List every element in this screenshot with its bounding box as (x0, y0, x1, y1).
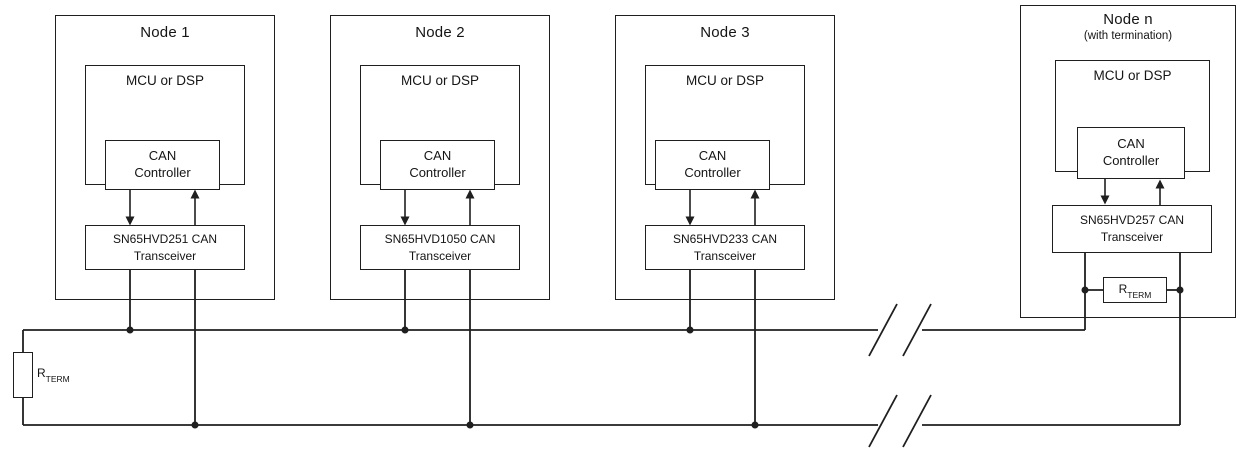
node-1-mcu-label: MCU or DSP (125, 73, 204, 88)
node-3-transceiver-label-line1: SN65HVD233 CAN (672, 231, 778, 246)
node-n-transceiver-box: SN65HVD257 CAN Transceiver (1052, 205, 1212, 253)
node-2-transceiver-label-line2: Transceiver (408, 248, 472, 263)
node-n-termination-resistor-label: RTERM (1118, 281, 1152, 301)
node-3-title: Node 3 (700, 24, 750, 41)
node-n-can-controller-label-line1: CAN (1117, 136, 1145, 152)
resistor-label-main: R (1118, 281, 1128, 296)
node-1-box (55, 15, 275, 300)
bus-break-marks (868, 303, 932, 448)
node-3-can-controller-label-line2: Controller (684, 165, 741, 180)
resistor-label-sub: TERM (45, 374, 70, 385)
node-2-transceiver-box: SN65HVD1050 CAN Transceiver (360, 225, 520, 270)
node-3-can-controller-label-line1: CAN (698, 148, 727, 164)
node-1-transceiver-label-line2: Transceiver (133, 248, 197, 263)
node-1-can-controller-box: CAN Controller (105, 140, 220, 190)
node-3-transceiver-box: SN65HVD233 CAN Transceiver (645, 225, 805, 270)
node-2-bus-drops (404, 270, 471, 425)
node-2-can-controller-label-line1: CAN (423, 148, 452, 164)
node-n-can-controller-label-line2: Controller (1102, 153, 1160, 168)
node-2-title: Node 2 (415, 24, 465, 41)
node-n-transceiver-label-line2: Transceiver (1100, 230, 1164, 244)
node-n-transceiver-label-line1: SN65HVD257 CAN (1079, 213, 1185, 228)
junction-dots (126, 286, 1184, 429)
node-n-mcu-label: MCU or DSP (1093, 68, 1172, 83)
node-2-can-controller-box: CAN Controller (380, 140, 495, 190)
node-1-can-controller-label-line1: CAN (148, 148, 177, 164)
node-1-title: Node 1 (140, 24, 190, 41)
node-n-can-controller-box: CAN Controller (1077, 127, 1185, 179)
resistor-label-main: R (37, 366, 46, 380)
node-2-can-controller-label-line2: Controller (409, 165, 466, 180)
bus-termination-resistor-label: RTERM (37, 366, 70, 385)
node-1-bus-drops (129, 270, 196, 425)
tx-rx-arrowheads (125, 179, 1165, 226)
node-n-subtitle: (with termination) (1083, 30, 1173, 42)
node-2-mcu-label: MCU or DSP (400, 73, 479, 88)
node-1-transceiver-box: SN65HVD251 CAN Transceiver (85, 225, 245, 270)
node-1-can-controller-label-line2: Controller (134, 165, 191, 180)
node-2-box (330, 15, 550, 300)
node-2-transceiver-label-line1: SN65HVD1050 CAN (384, 231, 496, 246)
node-3-can-controller-box: CAN Controller (655, 140, 770, 190)
node-3-mcu-label: MCU or DSP (685, 73, 764, 88)
bus-termination-resistor-box (13, 352, 33, 398)
resistor-label-sub: TERM (1127, 290, 1152, 301)
node-3-bus-drops (689, 270, 756, 425)
node-n-termination-resistor-box: RTERM (1103, 277, 1167, 303)
node-1-transceiver-label-line1: SN65HVD251 CAN (112, 231, 218, 246)
node-3-transceiver-label-line2: Transceiver (693, 248, 757, 263)
node-n-box (1020, 5, 1236, 318)
tx-rx-arrows (129, 179, 1161, 225)
node-3-box (615, 15, 835, 300)
node-n-title: Node n (1103, 11, 1153, 28)
